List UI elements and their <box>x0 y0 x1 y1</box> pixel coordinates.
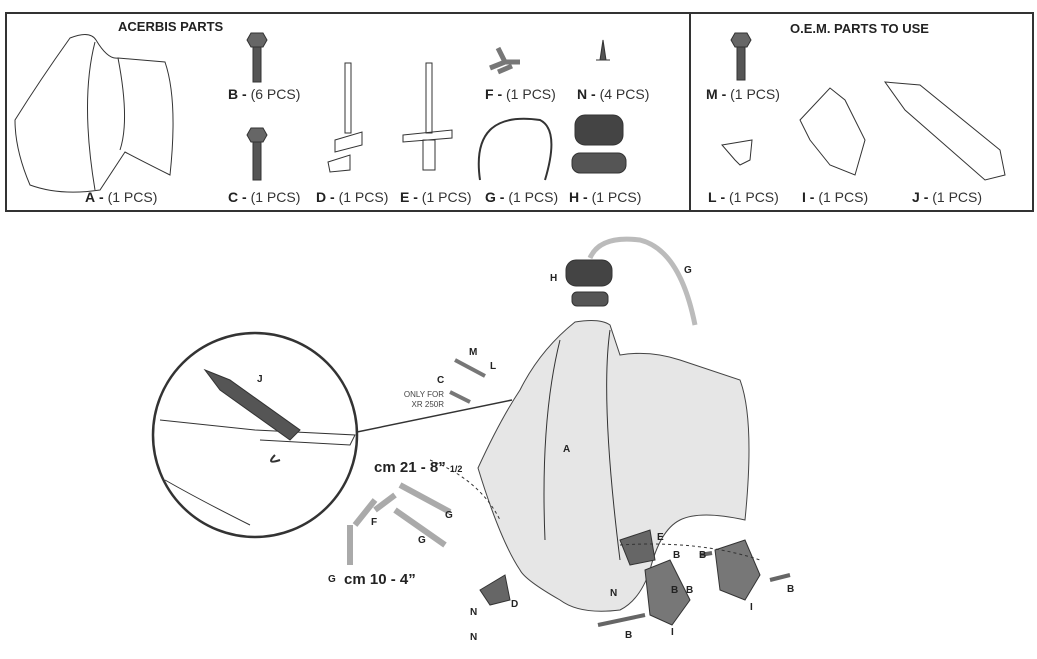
cap-h-icon <box>571 114 627 174</box>
part-label-d: D - (1 PCS) <box>316 189 389 205</box>
bracket-i-icon <box>799 87 866 176</box>
callout-a: A <box>563 444 571 455</box>
callout-g: G <box>328 574 336 585</box>
tank-a <box>477 320 750 612</box>
part-label-f: F - (1 PCS) <box>485 86 556 102</box>
callout-h: H <box>550 273 558 284</box>
oem-parts-title: O.E.M. PARTS TO USE <box>790 21 929 36</box>
callout-b: B <box>671 585 679 596</box>
callout-c: C <box>437 375 445 386</box>
part-label-m: M - (1 PCS) <box>706 86 780 102</box>
part-label-c: C - (1 PCS) <box>228 189 301 205</box>
hose-g-icon <box>477 117 553 181</box>
part-label-a: A - (1 PCS) <box>85 189 158 205</box>
callout-i: I <box>671 627 674 638</box>
callout-m: M <box>469 347 478 358</box>
detail-circle <box>151 331 359 539</box>
callout-j: J <box>257 374 263 385</box>
part-label-l: L - (1 PCS) <box>708 189 779 205</box>
callout-f: F <box>371 517 378 528</box>
callout-l: L <box>490 361 497 372</box>
divider <box>689 12 691 210</box>
part-label-h: H - (1 PCS) <box>569 189 642 205</box>
callout-n: N <box>470 607 478 618</box>
part-label-g: G - (1 PCS) <box>485 189 559 205</box>
fitting-f-icon <box>489 46 520 75</box>
callout-d: D <box>511 599 519 610</box>
part-label-i: I - (1 PCS) <box>802 189 869 205</box>
screw-n-icon <box>596 39 610 61</box>
tank-a-outline <box>14 34 174 193</box>
part-label-b: B - (6 PCS) <box>228 86 301 102</box>
bolt-c-icon <box>246 127 268 181</box>
callout-g: G <box>445 510 453 521</box>
callout-b: B <box>673 550 681 561</box>
petcock-d-icon <box>327 62 363 173</box>
hose-long-length: cm 21 - 8” 1/2 <box>374 459 463 476</box>
callout-n: N <box>610 588 618 599</box>
callout-g: G <box>684 265 692 276</box>
part-label-e: E - (1 PCS) <box>400 189 472 205</box>
bolt-m-icon <box>730 32 752 81</box>
callout-b: B <box>686 585 694 596</box>
bolt-b-icon <box>246 32 268 83</box>
parts-list-panel <box>5 12 1034 212</box>
callout-b: B <box>787 584 795 595</box>
part-label-j: J - (1 PCS) <box>912 189 983 205</box>
strap-j-icon <box>883 81 1006 181</box>
callout-g: G <box>418 535 426 546</box>
callout-e: E <box>657 532 664 543</box>
callout-i: I <box>750 602 753 613</box>
acerbis-parts-title: ACERBIS PARTS <box>118 19 224 34</box>
callout-n: N <box>470 632 478 643</box>
callout-b: B <box>625 630 633 641</box>
bushing-l-icon <box>721 139 753 166</box>
hose-short-length: cm 10 - 4” <box>344 571 416 588</box>
part-label-n: N - (4 PCS) <box>577 86 650 102</box>
petcock-e-icon <box>402 62 453 171</box>
callout-b: B <box>699 550 707 561</box>
